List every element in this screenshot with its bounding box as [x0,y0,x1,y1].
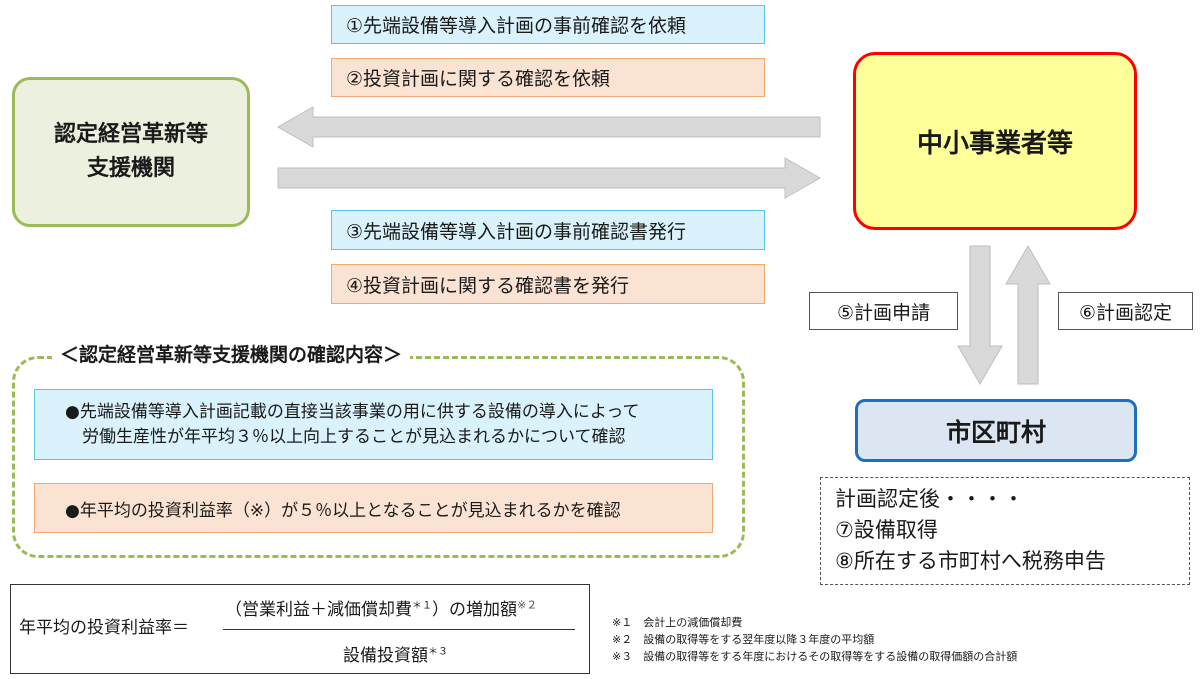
flow-step4-label: ④投資計画に関する確認書を発行 [331,264,765,304]
support-org-line1: 認定経営革新等 [53,122,208,147]
flow-step1-label: ①先端設備等導入計画の事前確認を依頼 [331,5,765,44]
sme-node: 中小事業者等 [853,52,1137,230]
arrow-right [277,157,822,199]
formula-sup3: ＊３ [428,646,448,658]
footnote-1: ※１ 会計上の減価償却費 [612,616,743,629]
municipality-node: 市区町村 [855,399,1137,462]
formula-sup1: ＊１ [412,600,432,612]
formula-lhs: 年平均の投資利益率＝ [19,613,189,638]
formula-fraction-bar [223,629,575,630]
footnote-3: ※３ 設備の取得等をする年度におけるその取得等をする設備の取得価額の合計額 [612,650,1018,663]
support-org-line2: 支援機関 [86,156,175,181]
flow-step6-text: ⑥計画認定 [1078,301,1173,324]
flow-step5-label: ⑤計画申請 [809,292,958,330]
municipality-label: 市区町村 [945,417,1046,447]
confirmation-item1-line2: 労働生産性が年平均３％以上向上することが見込まれるかについて確認 [82,427,626,447]
formula-sup2: ※２ [517,598,538,612]
after-approval-intro: 計画認定後・・・・ [835,487,1024,511]
flow-step3-label: ③先端設備等導入計画の事前確認書発行 [331,210,765,250]
formula-denominator-text: 設備投資額 [343,646,428,666]
formula-numerator-text: （営業利益＋減価償却費 [225,600,412,620]
arrow-down [957,245,1003,385]
arrow-up [1005,245,1051,385]
flow-step6-label: ⑥計画認定 [1058,292,1193,330]
formula-numerator: （営業利益＋減価償却費＊１）の増加額※２ [225,595,537,620]
confirmation-item1-line1: ●先端設備等導入計画記載の直接当該事業の用に供する設備の導入によって [65,402,640,422]
sme-label: 中小事業者等 [916,128,1073,159]
formula-numerator-mid: ）の増加額 [432,600,517,620]
formula-lhs-text: 年平均の投資利益率＝ [19,618,189,638]
footnote-2: ※２ 設備の取得等をする翌年度以降３年度の平均額 [612,633,875,646]
confirmation-title: ＜認定経営革新等支援機関の確認内容＞ [52,342,411,368]
flow-step4-text: ④投資計画に関する確認書を発行 [346,274,630,297]
formula-box: 年平均の投資利益率＝ （営業利益＋減価償却費＊１）の増加額※２ 設備投資額＊３ [10,584,590,674]
flow-step2-text: ②投資計画に関する確認を依頼 [346,68,611,90]
after-approval-box: 計画認定後・・・・ ⑦設備取得 ⑧所在する市町村へ税務申告 [820,477,1190,585]
support-org-node: 認定経営革新等 支援機関 [12,77,250,227]
after-step7: ⑦設備取得 [835,518,938,542]
confirmation-item2: ●年平均の投資利益率（※）が５％以上となることが見込まれるかを確認 [34,483,713,533]
arrow-left [276,106,821,148]
footnotes: ※１ 会計上の減価償却費 ※２ 設備の取得等をする翌年度以降３年度の平均額 ※３… [612,614,1017,665]
confirmation-title-text: ＜認定経営革新等支援機関の確認内容＞ [60,344,403,366]
after-step8: ⑧所在する市町村へ税務申告 [835,549,1106,573]
flow-step1-text: ①先端設備等導入計画の事前確認を依頼 [346,15,687,37]
formula-denominator: 設備投資額＊３ [343,641,448,666]
confirmation-item1: ●先端設備等導入計画記載の直接当該事業の用に供する設備の導入によって 労働生産性… [34,389,713,460]
flow-step3-text: ③先端設備等導入計画の事前確認書発行 [346,220,687,243]
flow-step2-label: ②投資計画に関する確認を依頼 [331,58,765,97]
confirmation-item2-text: ●年平均の投資利益率（※）が５％以上となることが見込まれるかを確認 [65,500,621,521]
flow-step5-text: ⑤計画申請 [836,301,931,324]
